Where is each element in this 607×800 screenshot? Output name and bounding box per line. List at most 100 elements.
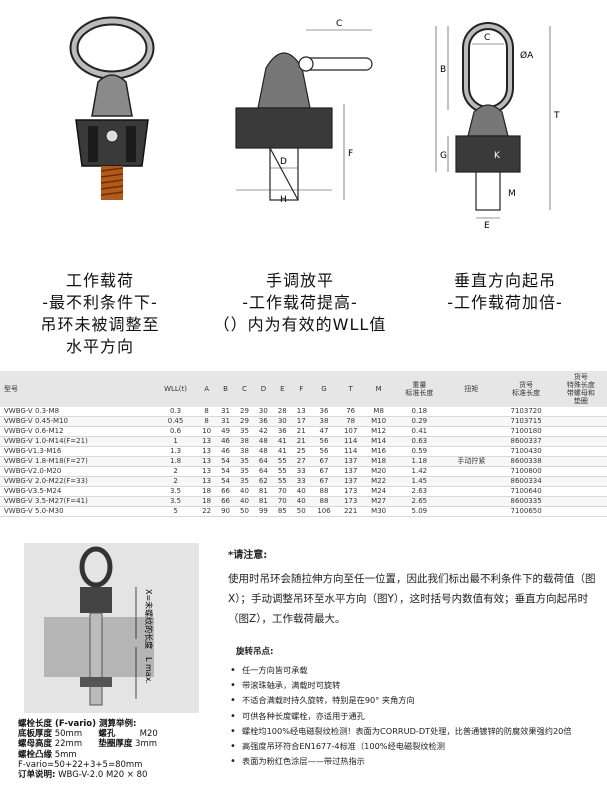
- table-cell: 66: [216, 496, 235, 507]
- table-cell: 46: [216, 436, 235, 447]
- table-cell: [445, 416, 498, 427]
- table-cell: 8600334: [497, 476, 555, 487]
- table-cell: VWBG-V3.5-M24: [0, 486, 154, 497]
- table-cell: 13: [197, 466, 217, 477]
- example-value: 5mm: [54, 749, 77, 760]
- table-cell: 38: [310, 416, 338, 427]
- table-cell: [445, 436, 498, 447]
- example-key: 螺孔: [98, 729, 116, 740]
- table-cell: [554, 436, 607, 447]
- table-cell: 30: [253, 407, 273, 417]
- table-cell: [554, 426, 607, 437]
- example-key: 螺母高度: [18, 739, 53, 750]
- dim-label: T: [553, 111, 560, 121]
- table-cell: 33: [291, 476, 311, 487]
- notes-section: *请注意: 使用时吊环会随拉伸方向至任一位置，因此我们标出最不利条件下的载荷值（…: [228, 546, 607, 770]
- table-cell: 81: [253, 496, 273, 507]
- column-header: A: [204, 385, 210, 393]
- notes-title: *请注意:: [228, 550, 268, 561]
- column-header: M: [375, 385, 382, 393]
- table-cell: M8: [363, 407, 394, 417]
- column-header: T: [348, 385, 353, 393]
- table-cell: 85: [272, 506, 292, 517]
- table-cell: M30: [363, 506, 394, 517]
- example-order: 订单说明: WBG-V-2.0 M20 × 80: [18, 770, 218, 780]
- table-cell: 1.45: [393, 476, 446, 487]
- list-item: 任一方向皆可承载: [228, 663, 607, 678]
- caption-line: -工作载荷提高-: [242, 293, 358, 312]
- column-header: B: [223, 385, 228, 393]
- table-cell: 7100180: [497, 426, 555, 437]
- table-cell: M16: [363, 446, 394, 457]
- table-cell: [554, 476, 607, 487]
- table-cell: M22: [363, 476, 394, 487]
- table-cell: VWBG-V 1.0-M14(F=21): [0, 436, 154, 447]
- photo-nut: [80, 677, 112, 687]
- table-cell: VWBG-V1.3-M16: [0, 446, 154, 457]
- table-cell: M10: [363, 416, 394, 427]
- table-cell: 40: [291, 496, 311, 507]
- table-cell: 33: [291, 466, 311, 477]
- photo-body: [80, 587, 112, 613]
- table-cell: 18: [197, 486, 217, 497]
- eyebolt-front-drawing: B C ØA T G K M E: [435, 22, 560, 228]
- eyebolt-side-drawing: C F D H: [235, 19, 373, 205]
- example-key: 底板厚度: [18, 729, 53, 740]
- dim-label: K: [494, 151, 501, 161]
- table-cell: 64: [253, 466, 273, 477]
- table-cell: 107: [337, 426, 364, 437]
- table-cell: 35: [235, 456, 254, 467]
- table-cell: M27: [363, 496, 394, 507]
- table-cell: 7103715: [497, 416, 555, 427]
- dimension-lines: [236, 29, 372, 200]
- ring-collar: [91, 74, 133, 117]
- caption-line: 垂直方向起吊: [453, 271, 556, 290]
- table-cell: 50: [235, 506, 254, 517]
- table-cell: 36: [253, 416, 273, 427]
- table-cell: VWBG-V 0.45-M10: [0, 416, 154, 427]
- table-cell: 7103720: [497, 407, 555, 417]
- table-cell: [554, 506, 607, 517]
- caption-line: 水平方向: [65, 337, 134, 356]
- table-cell: 8600335: [497, 496, 555, 507]
- table-cell: 70: [272, 496, 292, 507]
- table-cell: [554, 456, 607, 467]
- side-view-outline: [235, 52, 373, 201]
- swivel-title: 旋转吊点:: [236, 647, 274, 657]
- caption-line: 吊环未被调整至: [40, 315, 160, 334]
- table-cell: 54: [216, 456, 235, 467]
- max-length-label: L max.: [144, 657, 153, 684]
- example-key: 垫圈厚度: [98, 739, 133, 750]
- example-row: 螺母高度 22mm 垫圈厚度 3mm: [18, 739, 218, 749]
- order-key: 订单说明:: [18, 770, 56, 781]
- table-cell: 2.63: [393, 486, 446, 497]
- table-cell: 114: [337, 436, 364, 447]
- table-cell: [554, 486, 607, 497]
- table-cell: 40: [235, 486, 254, 497]
- table-cell: 55: [272, 476, 292, 487]
- caption-line: -最不利条件下-: [42, 293, 158, 312]
- table-cell: 40: [291, 486, 311, 497]
- dim-label: C: [336, 19, 342, 29]
- table-cell: 35: [235, 426, 254, 437]
- table-cell: [554, 466, 607, 477]
- table-cell: 47: [310, 426, 338, 437]
- example-row: 螺栓凸缘 5mm: [18, 750, 218, 760]
- table-cell: 137: [337, 466, 364, 477]
- table-cell: 90: [216, 506, 235, 517]
- list-item: 螺栓均100%经电磁裂纹检测！表面为CORRUD-DT处理，比普通镀锌的防腐效果…: [228, 724, 607, 739]
- column-header: 货号 标准长度: [512, 381, 541, 397]
- table-cell: 106: [310, 506, 338, 517]
- list-item: 带滚珠轴承，满载时可旋转: [228, 678, 607, 693]
- table-cell: 66: [216, 486, 235, 497]
- table-cell: 54: [216, 466, 235, 477]
- threaded-stud: [100, 166, 124, 200]
- table-cell: VWBG-V 0.3-M8: [0, 407, 154, 417]
- unthreaded-length-label: X=未螺纹的长度: [144, 589, 154, 649]
- table-cell: 0.6: [153, 426, 198, 437]
- front-view-outline: [455, 22, 521, 211]
